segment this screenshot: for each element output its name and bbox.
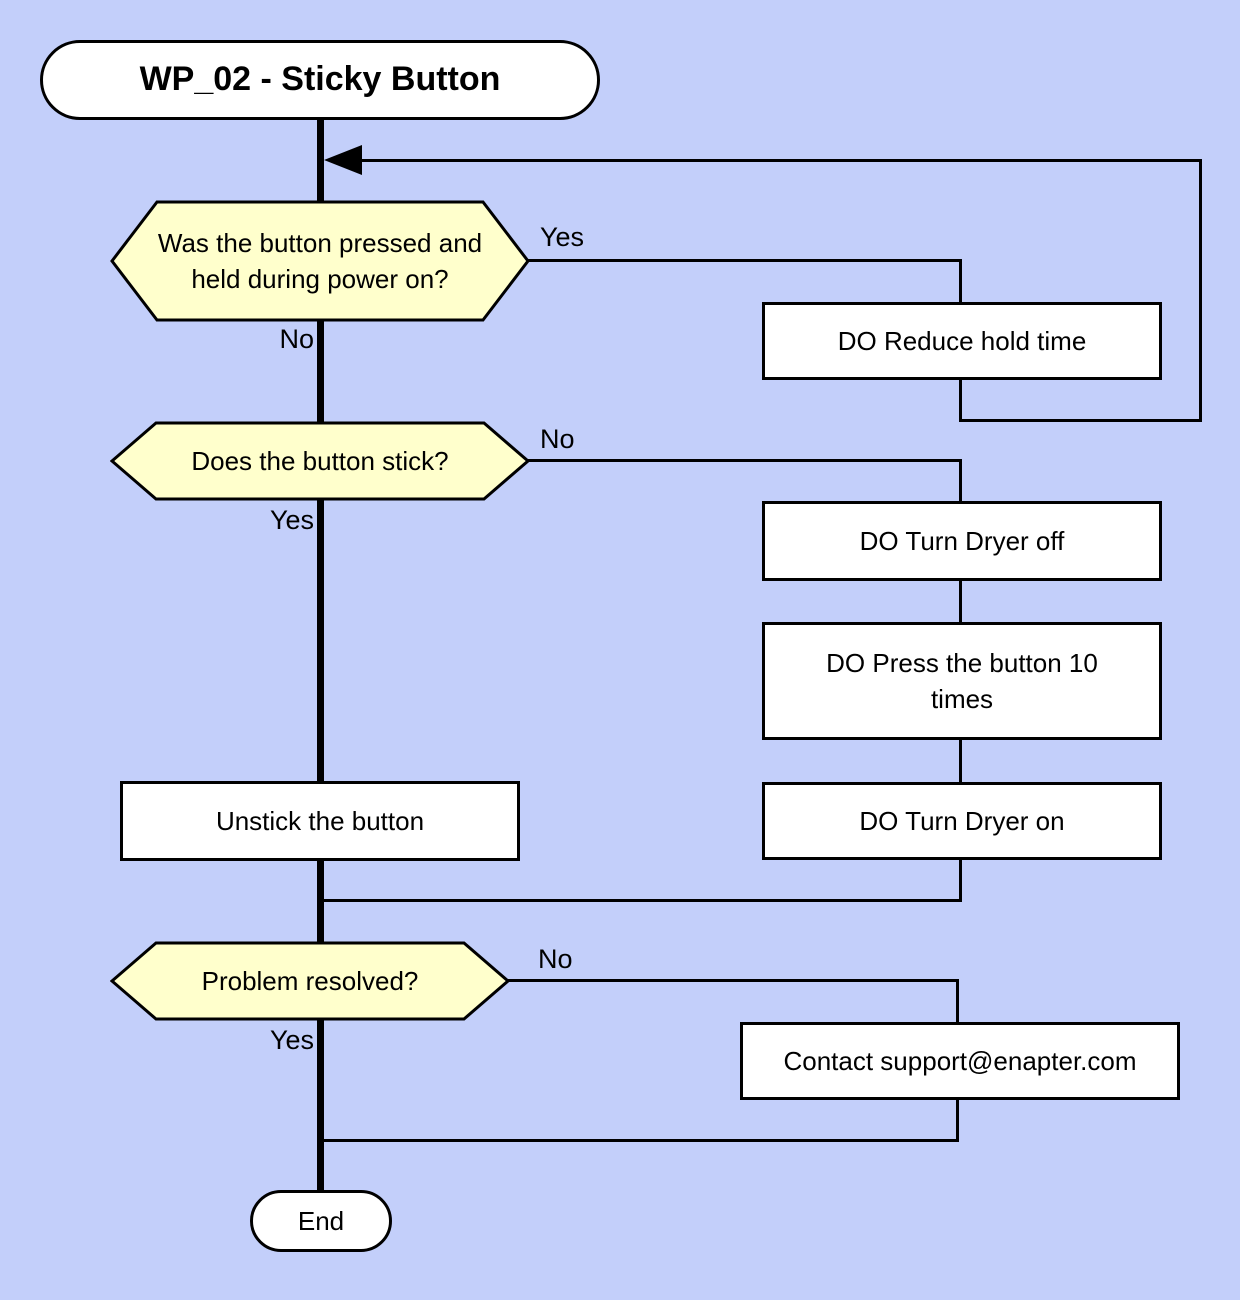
decision3-no-label: No bbox=[538, 944, 573, 974]
decision-hexagon-shape bbox=[110, 421, 530, 501]
loop-return-line-top bbox=[352, 159, 1202, 162]
process-press-button-label: DO Press the button 10 times bbox=[826, 647, 1098, 714]
decision2-yes-label: Yes bbox=[269, 505, 314, 535]
process-turn-dryer-off: DO Turn Dryer off bbox=[762, 501, 1162, 581]
process-turn-dryer-off-label: DO Turn Dryer off bbox=[859, 525, 1065, 556]
start-node-label: WP_02 - Sticky Button bbox=[139, 60, 501, 99]
process-turn-dryer-on-label: DO Turn Dryer on bbox=[859, 805, 1065, 836]
decision-button-stick: Does the button stick? bbox=[110, 421, 530, 501]
decision-button-stick-label: Does the button stick? bbox=[191, 445, 449, 476]
reduce-hold-output-line bbox=[959, 378, 962, 422]
process-contact-support-label: Contact support@enapter.com bbox=[783, 1045, 1137, 1076]
decision-pressed-held-label: Was the button pressed and held during p… bbox=[157, 227, 483, 294]
decision-hexagon-shape bbox=[110, 200, 530, 322]
dryer-on-join-line bbox=[320, 899, 962, 902]
decision2-no-line-v bbox=[959, 459, 962, 504]
decision1-no-label: No bbox=[279, 324, 314, 354]
decision-problem-resolved: Problem resolved? bbox=[110, 941, 510, 1021]
process-reduce-hold-time: DO Reduce hold time bbox=[762, 302, 1162, 380]
decision1-yes-label: Yes bbox=[540, 222, 585, 252]
process-unstick-button: Unstick the button bbox=[120, 781, 520, 861]
end-node-label: End bbox=[297, 1205, 345, 1236]
main-spine-line bbox=[317, 118, 324, 1190]
decision3-yes-label: Yes bbox=[269, 1025, 314, 1055]
start-node: WP_02 - Sticky Button bbox=[40, 40, 600, 120]
loop-return-line-mid bbox=[959, 419, 1202, 422]
process-unstick-button-label: Unstick the button bbox=[215, 805, 425, 836]
decision-problem-resolved-label: Problem resolved? bbox=[201, 965, 419, 996]
decision2-no-label: No bbox=[540, 424, 575, 454]
process-reduce-hold-time-label: DO Reduce hold time bbox=[837, 325, 1087, 356]
decision1-yes-line-h bbox=[528, 259, 961, 262]
end-node: End bbox=[250, 1190, 392, 1252]
decision-pressed-held: Was the button pressed and held during p… bbox=[110, 200, 530, 322]
loop-arrowhead-icon bbox=[324, 145, 362, 175]
loop-return-line-right bbox=[1199, 159, 1202, 422]
process-press-button: DO Press the button 10 times bbox=[762, 622, 1162, 740]
decision1-yes-line-v bbox=[959, 259, 962, 304]
decision-hexagon-shape bbox=[110, 941, 510, 1021]
dryer-on-output-line bbox=[959, 860, 962, 902]
process-contact-support: Contact support@enapter.com bbox=[740, 1022, 1180, 1100]
process-turn-dryer-on: DO Turn Dryer on bbox=[762, 782, 1162, 860]
decision2-no-line-h bbox=[528, 459, 961, 462]
dryer-off-to-press-line bbox=[959, 581, 962, 622]
decision3-no-line-h bbox=[508, 979, 959, 982]
contact-output-line bbox=[956, 1100, 959, 1141]
press-to-dryer-on-line bbox=[959, 740, 962, 782]
decision3-no-line-v bbox=[956, 979, 959, 1024]
contact-join-line bbox=[320, 1139, 959, 1142]
